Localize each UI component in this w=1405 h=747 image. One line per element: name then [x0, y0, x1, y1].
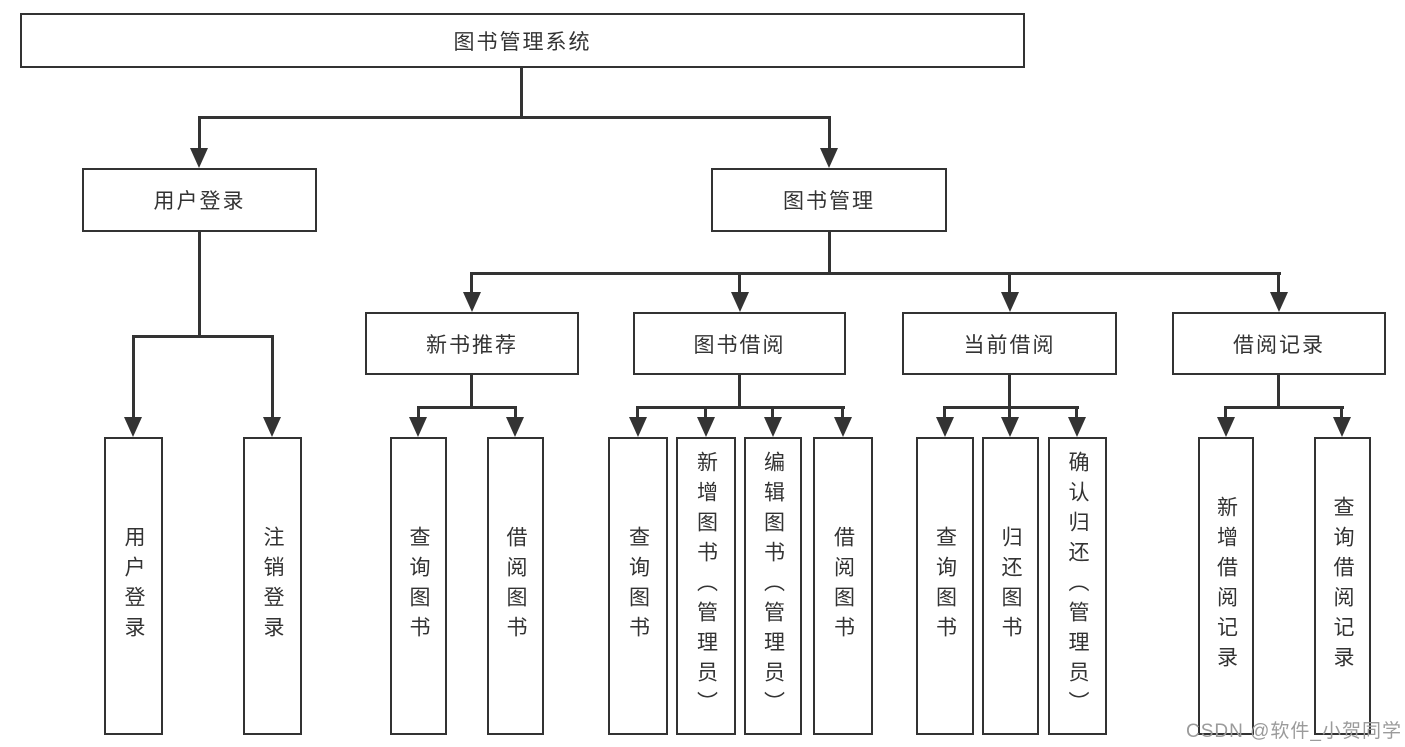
connector-arm [771, 406, 774, 419]
connector-arm [514, 406, 517, 419]
node-current-borrowing: 当前借阅 [902, 312, 1117, 375]
arrow-down-icon [764, 417, 782, 437]
connector-arm [841, 406, 844, 419]
connector-arm-new-book-rec [470, 272, 473, 296]
connector-arm-book-borrow [738, 272, 741, 296]
connector-current-borrow-stem [1008, 375, 1011, 409]
connector-arm [1075, 406, 1078, 419]
node-leaf-user-login: 用户登录 [104, 437, 163, 735]
arrow-down-icon [506, 417, 524, 437]
node-leaf-query-books-current: 查询图书 [916, 437, 974, 735]
connector-book-mgmt-stem [828, 232, 831, 275]
node-leaf-confirm-return-admin: 确认归还（管理员） [1048, 437, 1107, 735]
arrow-down-icon [731, 292, 749, 312]
arrow-down-icon [697, 417, 715, 437]
connector-arm-login-leaf [132, 335, 135, 419]
connector-arm-user-login [198, 116, 201, 152]
node-book-borrowing: 图书借阅 [633, 312, 846, 375]
node-new-book-recommendation: 新书推荐 [365, 312, 579, 375]
arrow-down-icon [834, 417, 852, 437]
connector-borrow-records-stem [1277, 375, 1280, 409]
node-leaf-borrow-books: 借阅图书 [813, 437, 873, 735]
node-library-management-system: 图书管理系统 [20, 13, 1025, 68]
arrow-down-icon [1270, 292, 1288, 312]
connector-new-book-rec-stem [470, 375, 473, 409]
arrow-down-icon [409, 417, 427, 437]
arrow-down-icon [190, 148, 208, 168]
connector-user-login-stem [198, 232, 201, 338]
connector-user-login-bus [132, 335, 274, 338]
arrow-down-icon [820, 148, 838, 168]
connector-current-borrow-bus [943, 406, 1079, 409]
arrow-down-icon [629, 417, 647, 437]
connector-arm-current-borrow [1008, 272, 1011, 296]
arrow-down-icon [1001, 292, 1019, 312]
connector-arm [704, 406, 707, 419]
connector-new-book-rec-bus [417, 406, 517, 409]
connector-arm [943, 406, 946, 419]
connector-borrow-records-bus [1224, 406, 1344, 409]
node-book-management: 图书管理 [711, 168, 947, 232]
node-leaf-query-books-borrow: 查询图书 [608, 437, 668, 735]
connector-arm-book-mgmt [828, 116, 831, 152]
node-leaf-edit-books-admin: 编辑图书（管理员） [744, 437, 802, 735]
connector-level2-bus [198, 116, 831, 119]
connector-root-stem [520, 68, 523, 118]
connector-arm [417, 406, 420, 419]
node-leaf-logout: 注销登录 [243, 437, 302, 735]
arrow-down-icon [936, 417, 954, 437]
arrow-down-icon [263, 417, 281, 437]
node-user-login: 用户登录 [82, 168, 317, 232]
node-borrowing-records: 借阅记录 [1172, 312, 1386, 375]
node-leaf-add-borrow-record: 新增借阅记录 [1198, 437, 1254, 735]
arrow-down-icon [463, 292, 481, 312]
connector-book-borrow-stem [738, 375, 741, 409]
connector-level3-bus [470, 272, 1281, 275]
connector-arm-borrow-records [1277, 272, 1280, 296]
arrow-down-icon [1001, 417, 1019, 437]
node-leaf-borrow-books-rec: 借阅图书 [487, 437, 544, 735]
connector-arm [1340, 406, 1343, 419]
connector-arm [1224, 406, 1227, 419]
node-leaf-add-books-admin: 新增图书（管理员） [676, 437, 736, 735]
connector-arm [636, 406, 639, 419]
connector-arm [1008, 406, 1011, 419]
node-leaf-query-borrow-record: 查询借阅记录 [1314, 437, 1371, 735]
arrow-down-icon [1068, 417, 1086, 437]
node-leaf-return-books: 归还图书 [982, 437, 1039, 735]
arrow-down-icon [1333, 417, 1351, 437]
csdn-watermark: CSDN @软件_小贺同学 [1186, 721, 1402, 742]
node-leaf-query-books-rec: 查询图书 [390, 437, 447, 735]
arrow-down-icon [1217, 417, 1235, 437]
connector-book-borrow-bus [636, 406, 845, 409]
connector-arm-logout-leaf [271, 335, 274, 419]
arrow-down-icon [124, 417, 142, 437]
